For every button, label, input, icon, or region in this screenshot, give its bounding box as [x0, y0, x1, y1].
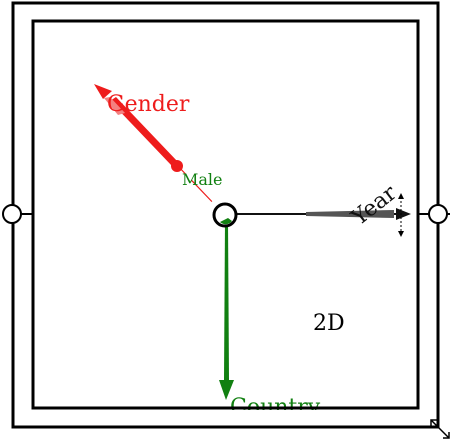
male-point-label: Male: [182, 170, 223, 189]
year-axis[interactable]: [226, 193, 411, 237]
mode-label: 2D: [313, 311, 345, 336]
circle-handle-icon[interactable]: [428, 204, 448, 224]
label-clip-mask: [229, 410, 349, 424]
gender-point-marker[interactable]: [171, 160, 183, 172]
center-handle[interactable]: [212, 202, 238, 228]
left-handle[interactable]: [2, 204, 33, 224]
resize-diagonal-arrow-icon[interactable]: [430, 419, 450, 439]
country-axis[interactable]: [219, 220, 234, 400]
gender-axis-label: Gender: [107, 92, 190, 117]
vertical-double-arrow-icon[interactable]: [398, 193, 404, 237]
gender-axis[interactable]: [94, 84, 219, 209]
circle-handle-icon[interactable]: [2, 204, 22, 224]
right-handle[interactable]: [418, 204, 450, 224]
year-axis-label: Year: [347, 180, 402, 231]
